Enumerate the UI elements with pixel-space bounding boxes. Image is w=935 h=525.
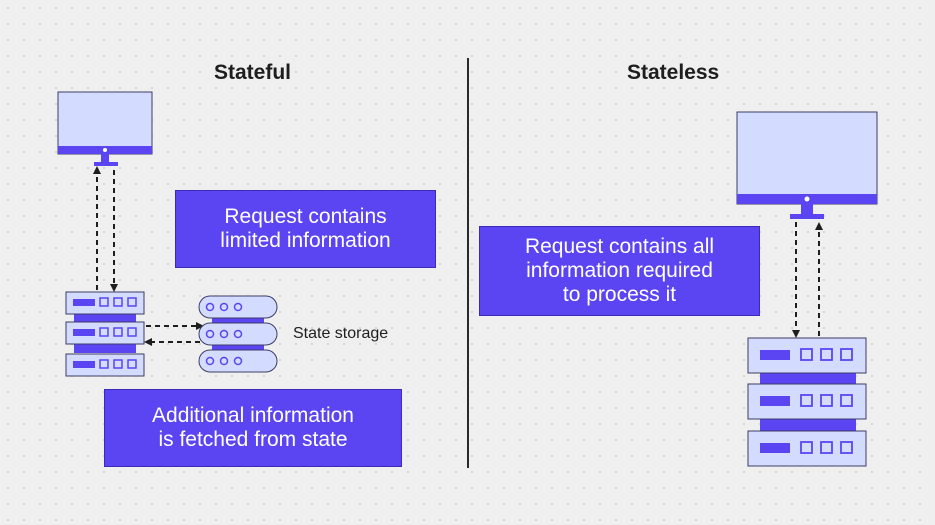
stateless-server-stack-icon <box>747 337 867 467</box>
state-storage-label: State storage <box>293 325 389 342</box>
stateless-heading: Stateless <box>627 61 720 84</box>
stateful-heading: Stateful <box>214 61 292 84</box>
stateful-fetch-text: Additional information is fetched from s… <box>152 404 354 451</box>
stateful-fetch-label: Additional information is fetched from s… <box>104 389 402 467</box>
stateless-request-label: Request contains all information require… <box>479 226 760 316</box>
stateless-monitor-icon <box>736 111 878 219</box>
stateful-request-label: Request contains limited information <box>175 190 436 268</box>
state-storage-database-icon <box>198 295 278 373</box>
stateful-server-stack-icon <box>65 291 145 377</box>
stateless-request-text: Request contains all information require… <box>524 235 715 306</box>
stateful-request-text: Request contains limited information <box>220 205 391 252</box>
stateful-monitor-icon <box>57 91 153 166</box>
